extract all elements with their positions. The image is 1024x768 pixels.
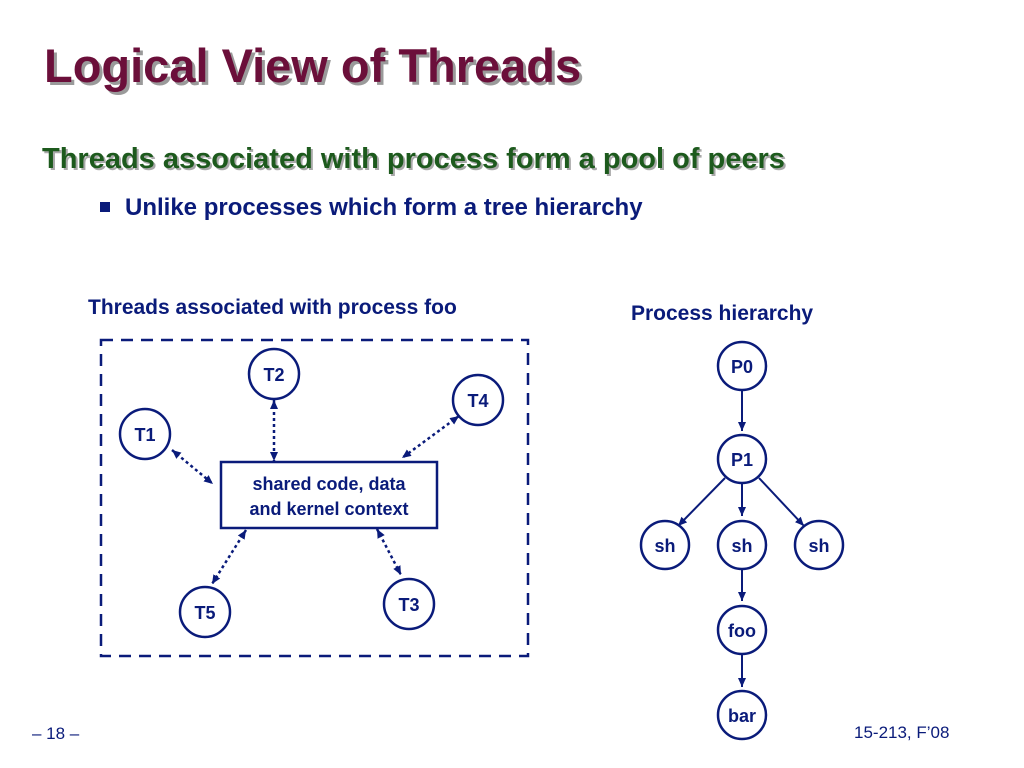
bullet-text: Unlike processes which form a tree hiera…: [125, 194, 643, 221]
thread-node-t4: T4: [451, 373, 505, 427]
process-label: sh: [808, 536, 829, 556]
t1-link: [171, 449, 214, 485]
thread-label: T1: [134, 425, 155, 445]
square-bullet-icon: [100, 201, 110, 212]
slide-title: Logical View of Threads: [44, 39, 582, 92]
thread-label: T2: [263, 365, 284, 385]
process-node-foo: foo: [716, 604, 768, 656]
process-caption: Process hierarchy: [631, 302, 814, 325]
thread-label: T5: [194, 603, 215, 623]
thread-label: T3: [398, 595, 419, 615]
process-node-sh-left: sh: [639, 519, 691, 571]
process-tree-diagram: P0 P1 sh sh sh foo bar: [639, 340, 845, 741]
thread-node-t1: T1: [118, 407, 172, 461]
process-label: P0: [731, 357, 753, 377]
process-label: sh: [654, 536, 675, 556]
shared-box-line1: shared code, data: [252, 474, 406, 494]
thread-pool-diagram: shared code, data and kernel context T1 …: [99, 338, 530, 658]
slide-heading: Threads associated with process form a p…: [42, 143, 785, 175]
t3-link: [375, 528, 403, 576]
process-label: foo: [728, 621, 756, 641]
process-node-bar: bar: [716, 689, 768, 741]
tree-edge: [758, 477, 805, 527]
bullet-item: Unlike processes which form a tree hiera…: [100, 194, 643, 222]
t4-link: [401, 414, 460, 460]
page-number: – 18 –: [32, 724, 80, 743]
thread-node-t2: T2: [247, 347, 301, 401]
process-boundary: [99, 338, 530, 658]
t5-link: [210, 529, 248, 585]
process-node-sh-right: sh: [793, 519, 845, 571]
process-node-p0: P0: [716, 340, 768, 392]
process-label: sh: [731, 536, 752, 556]
thread-node-t5: T5: [178, 585, 232, 639]
process-label: P1: [731, 450, 753, 470]
course-label: 15-213, F’08: [854, 723, 950, 742]
process-node-sh-middle: sh: [716, 519, 768, 571]
process-label: bar: [728, 706, 756, 726]
thread-label: T4: [467, 391, 488, 411]
shared-box-line2: and kernel context: [249, 499, 408, 519]
threads-caption: Threads associated with process foo: [88, 296, 457, 319]
tree-edge: [677, 477, 726, 527]
thread-node-t3: T3: [382, 577, 436, 631]
process-node-p1: P1: [716, 433, 768, 485]
shared-context-box: shared code, data and kernel context: [219, 460, 439, 530]
